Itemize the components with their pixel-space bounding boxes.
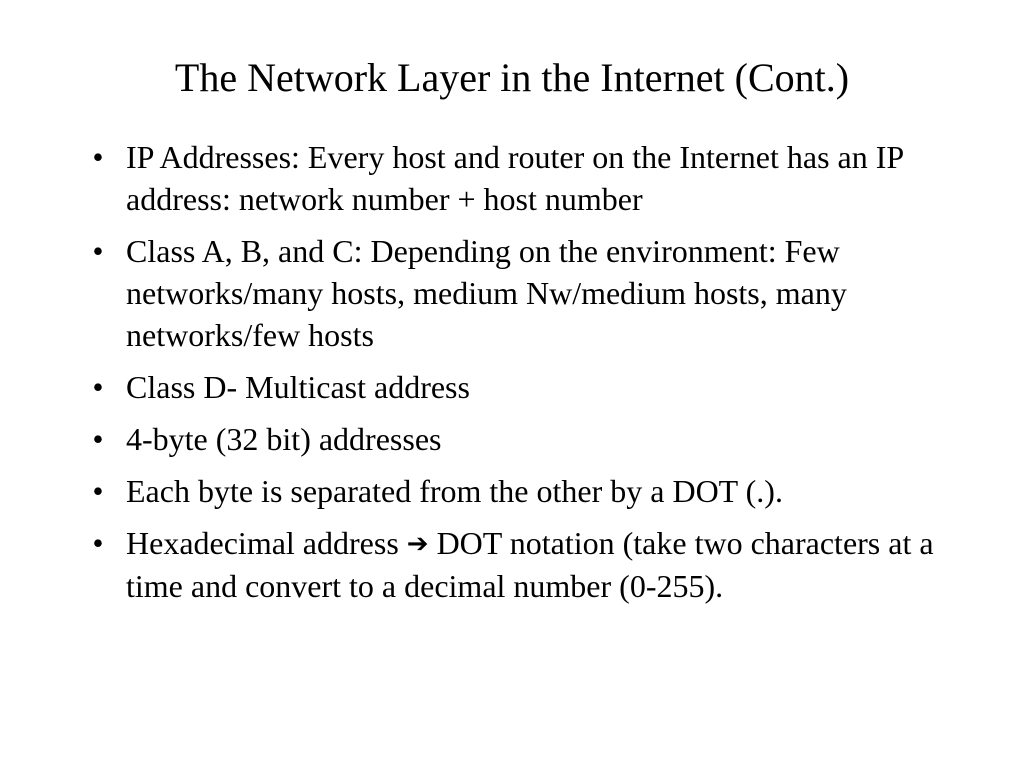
bullet-text: IP Addresses: Every host and router on t… xyxy=(126,139,903,217)
bullet-text-before-arrow: Hexadecimal address xyxy=(126,525,407,561)
bullet-list: • IP Addresses: Every host and router on… xyxy=(86,136,966,617)
bullet-text: 4-byte (32 bit) addresses xyxy=(126,421,442,457)
bullet-icon: • xyxy=(92,369,104,405)
bullet-item-dot-separator: • Each byte is separated from the other … xyxy=(86,470,966,512)
slide-title: The Network Layer in the Internet (Cont.… xyxy=(174,55,850,100)
bullet-item-4-byte: • 4-byte (32 bit) addresses xyxy=(86,418,966,460)
bullet-item-classes-abc: • Class A, B, and C: Depending on the en… xyxy=(86,230,966,356)
bullet-icon: • xyxy=(92,525,104,561)
bullet-item-class-d: • Class D- Multicast address xyxy=(86,366,966,408)
bullet-text: Each byte is separated from the other by… xyxy=(126,473,783,509)
bullet-icon: • xyxy=(92,233,104,269)
arrow-right-icon: ➔ xyxy=(406,529,429,559)
bullet-icon: • xyxy=(92,473,104,509)
bullet-icon: • xyxy=(92,421,104,457)
bullet-text-after-arrow: DOT notation (take two characters at a t… xyxy=(126,525,934,604)
bullet-icon: • xyxy=(92,139,104,175)
bullet-text: Class A, B, and C: Depending on the envi… xyxy=(126,233,847,353)
bullet-item-ip-addresses: • IP Addresses: Every host and router on… xyxy=(86,136,966,220)
bullet-item-hex-to-dot: • Hexadecimal address ➔ DOT notation (ta… xyxy=(86,522,966,607)
bullet-text: Class D- Multicast address xyxy=(126,369,470,405)
